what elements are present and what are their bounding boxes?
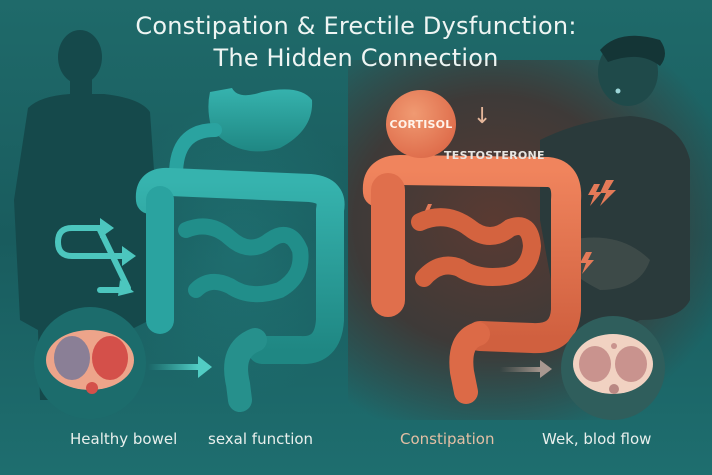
cortisol-label: CORTISOL xyxy=(389,117,453,131)
down-arrow-icon: ↓ xyxy=(473,104,492,129)
weak-cross-section-icon xyxy=(561,316,665,420)
caption-constipation: Constipation xyxy=(400,430,495,448)
caption-sexual-function: sexal function xyxy=(208,430,314,448)
page-title: Constipation & Erectile Dysfunction: The… xyxy=(0,10,712,74)
healthy-digestive-tract xyxy=(135,88,345,412)
healthy-cross-section-icon xyxy=(34,307,146,419)
title-line-2: The Hidden Connection xyxy=(213,44,499,72)
testosterone-label: TESTOSTERONE xyxy=(444,149,545,162)
arrow-to-weak-flow-icon xyxy=(500,360,552,378)
title-line-1: Constipation & Erectile Dysfunction: xyxy=(135,12,577,40)
inflamed-digestive-tract xyxy=(362,155,582,404)
cortisol-bubble: CORTISOL xyxy=(386,90,456,158)
arrowheads-icon xyxy=(100,218,136,296)
caption-healthy-bowel: Healthy bowel xyxy=(70,430,178,448)
caption-weak-blood-flow: Wek, blod flow xyxy=(542,430,652,448)
arrow-to-function-icon xyxy=(148,356,212,378)
